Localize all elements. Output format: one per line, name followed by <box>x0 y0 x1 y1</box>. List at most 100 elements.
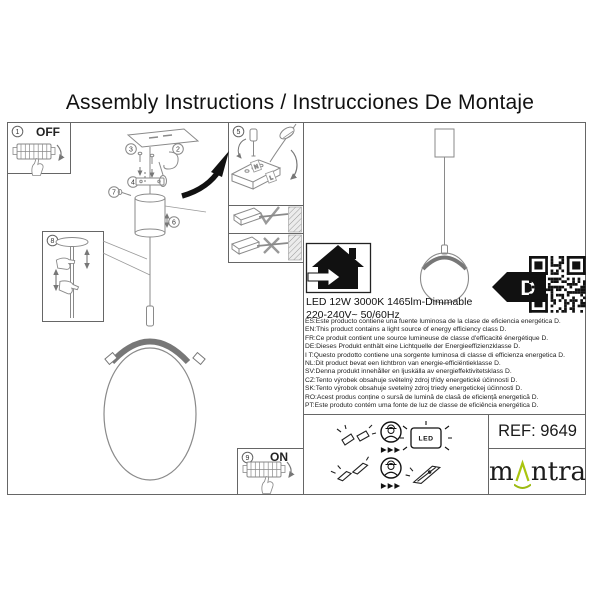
service-person-icon <box>380 457 402 479</box>
step-circle-6: 6 <box>168 216 180 228</box>
step-circle-9: 9 <box>241 451 254 464</box>
svg-text:3: 3 <box>129 147 133 154</box>
new-led-icon <box>400 421 452 451</box>
cable-lock <box>159 175 167 187</box>
finished-pendant-drawing <box>419 128 470 304</box>
ceiling-mount-exploded-view <box>117 128 207 238</box>
wall-hatch <box>288 206 302 233</box>
energy-note-sk: SK:Tento výrobok obsahuje svetelný zdroj… <box>305 385 523 393</box>
energy-note-es: ES:Este producto contiene una fuente lum… <box>305 318 561 325</box>
cable-connector <box>232 207 263 226</box>
service-person-icon <box>380 421 402 443</box>
step-circle-1: 1 <box>11 125 24 138</box>
svg-text:7: 7 <box>112 190 116 197</box>
callout-line <box>102 240 148 260</box>
svg-text:8: 8 <box>51 238 55 245</box>
svg-text:4: 4 <box>131 180 135 187</box>
step-circle-5: 5 <box>232 125 245 138</box>
qr-code <box>529 256 586 313</box>
wall-hatch <box>288 234 302 261</box>
terminal-block-icon <box>12 143 56 160</box>
step5-box <box>228 122 304 263</box>
svg-text:5: 5 <box>237 129 241 136</box>
terminal-block-icon <box>242 461 286 478</box>
energy-note-sv: SV:Denna produkt innehåller en ljuskälla… <box>305 368 512 376</box>
brand-logo: m ntra <box>489 449 586 494</box>
wiring-detail-illustration: N L <box>230 123 298 190</box>
pointing-hand-icon <box>31 158 44 176</box>
energy-note-cz: CZ:Tento výrobek obsahuje světelný zdroj… <box>305 376 518 384</box>
cable-connector <box>230 236 261 255</box>
spec-line-2: 220-240V~ 50/60Hz <box>306 308 400 321</box>
hand-icon <box>279 126 295 140</box>
brand-text-ntra: ntra <box>530 456 586 487</box>
svg-text:2: 2 <box>176 147 180 154</box>
wire <box>269 123 297 163</box>
switch-off-illustration <box>12 143 65 176</box>
energy-note-nl: NL:Dit product bevat een lichtbron van e… <box>305 360 501 368</box>
indoor-use-icon <box>305 242 372 294</box>
callout-line <box>164 205 207 213</box>
energy-note-it: I T:Questo prodotto contiene una sorgent… <box>305 351 565 359</box>
led-replacement-icons: ▶▶▶ ▶▶▶ <box>330 421 452 490</box>
energy-notes: ES:Este producto contiene una fuente lum… <box>305 318 587 410</box>
spec-line-1: LED 12W 3000K 1465lm-Dimmable <box>306 296 473 308</box>
page-title: Assembly Instructions / Instrucciones De… <box>65 91 535 114</box>
brand-text-m: m <box>489 456 514 487</box>
cable <box>258 213 289 218</box>
mounting-bracket <box>163 151 179 170</box>
forward-arrows-icon: ▶▶▶ <box>381 481 402 490</box>
svg-text:1: 1 <box>16 129 20 136</box>
rotate-arrow-icon <box>290 149 298 180</box>
brand-caret-icon <box>514 459 532 489</box>
assembly-diagram: 1 2 3 4 5 6 7 8 9 <box>7 122 586 495</box>
wire-l-label: L <box>269 175 274 182</box>
height-adjust-illustration <box>53 237 90 318</box>
step-circle-2: 2 <box>172 143 184 155</box>
screwdriver-icon <box>249 128 258 142</box>
wire-n-label: N <box>254 164 260 171</box>
pointing-hand-icon <box>261 476 274 494</box>
led-arc-band <box>421 255 468 271</box>
step8-box <box>42 231 104 322</box>
step-circle-7: 7 <box>108 186 120 198</box>
forward-arrows-icon: ▶▶▶ <box>381 445 402 454</box>
off-label: OFF <box>36 125 60 139</box>
energy-note-en: EN:This product contains a light source … <box>305 326 507 334</box>
canopy-body <box>134 198 166 233</box>
switch-on-illustration <box>242 461 295 494</box>
energy-note-ro: RO:Acest produs conține o sursă de lumin… <box>305 393 539 401</box>
new-led-strip-icon <box>405 465 442 485</box>
rotate-arrow-icon <box>286 461 295 478</box>
panel-borders <box>7 122 586 495</box>
arrow-into-house-icon <box>307 267 341 287</box>
led-arc-band <box>109 338 191 365</box>
led-label: LED <box>418 436 433 443</box>
energy-note-pt: PT:Este produto contém uma fonte de luz … <box>305 402 539 410</box>
cable-connector <box>146 305 154 327</box>
pendant-ring <box>419 252 470 304</box>
side-screw <box>117 189 123 195</box>
detail-arrow-icon <box>181 151 229 199</box>
hand-icon <box>58 279 80 296</box>
pendant-ring <box>103 347 197 481</box>
svg-text:9: 9 <box>246 455 250 462</box>
broken-led-icon <box>336 424 377 446</box>
on-label: ON <box>270 450 288 464</box>
ceiling-plate <box>126 128 200 148</box>
incorrect-wiring-panel <box>230 234 302 261</box>
callout-line <box>102 252 151 276</box>
energy-note-de: DE:Dieses Produkt enthält eine Lichtquel… <box>305 343 521 351</box>
pendant-lamp-drawing <box>103 237 206 481</box>
cable <box>256 242 289 247</box>
step-numbers: 1 2 3 4 5 6 7 8 9 <box>11 125 254 464</box>
energy-note-fr: FR:Ce produit contient une source lumine… <box>305 334 549 342</box>
step-circle-3: 3 <box>125 143 137 155</box>
ref-number: REF: 9649 <box>498 422 577 440</box>
broken-led-strip-icon <box>330 456 370 482</box>
correct-wiring-panel <box>232 206 302 233</box>
ceiling-canopy <box>434 128 455 158</box>
mounting-bar <box>135 177 165 186</box>
rotate-arrow-icon <box>56 144 65 161</box>
